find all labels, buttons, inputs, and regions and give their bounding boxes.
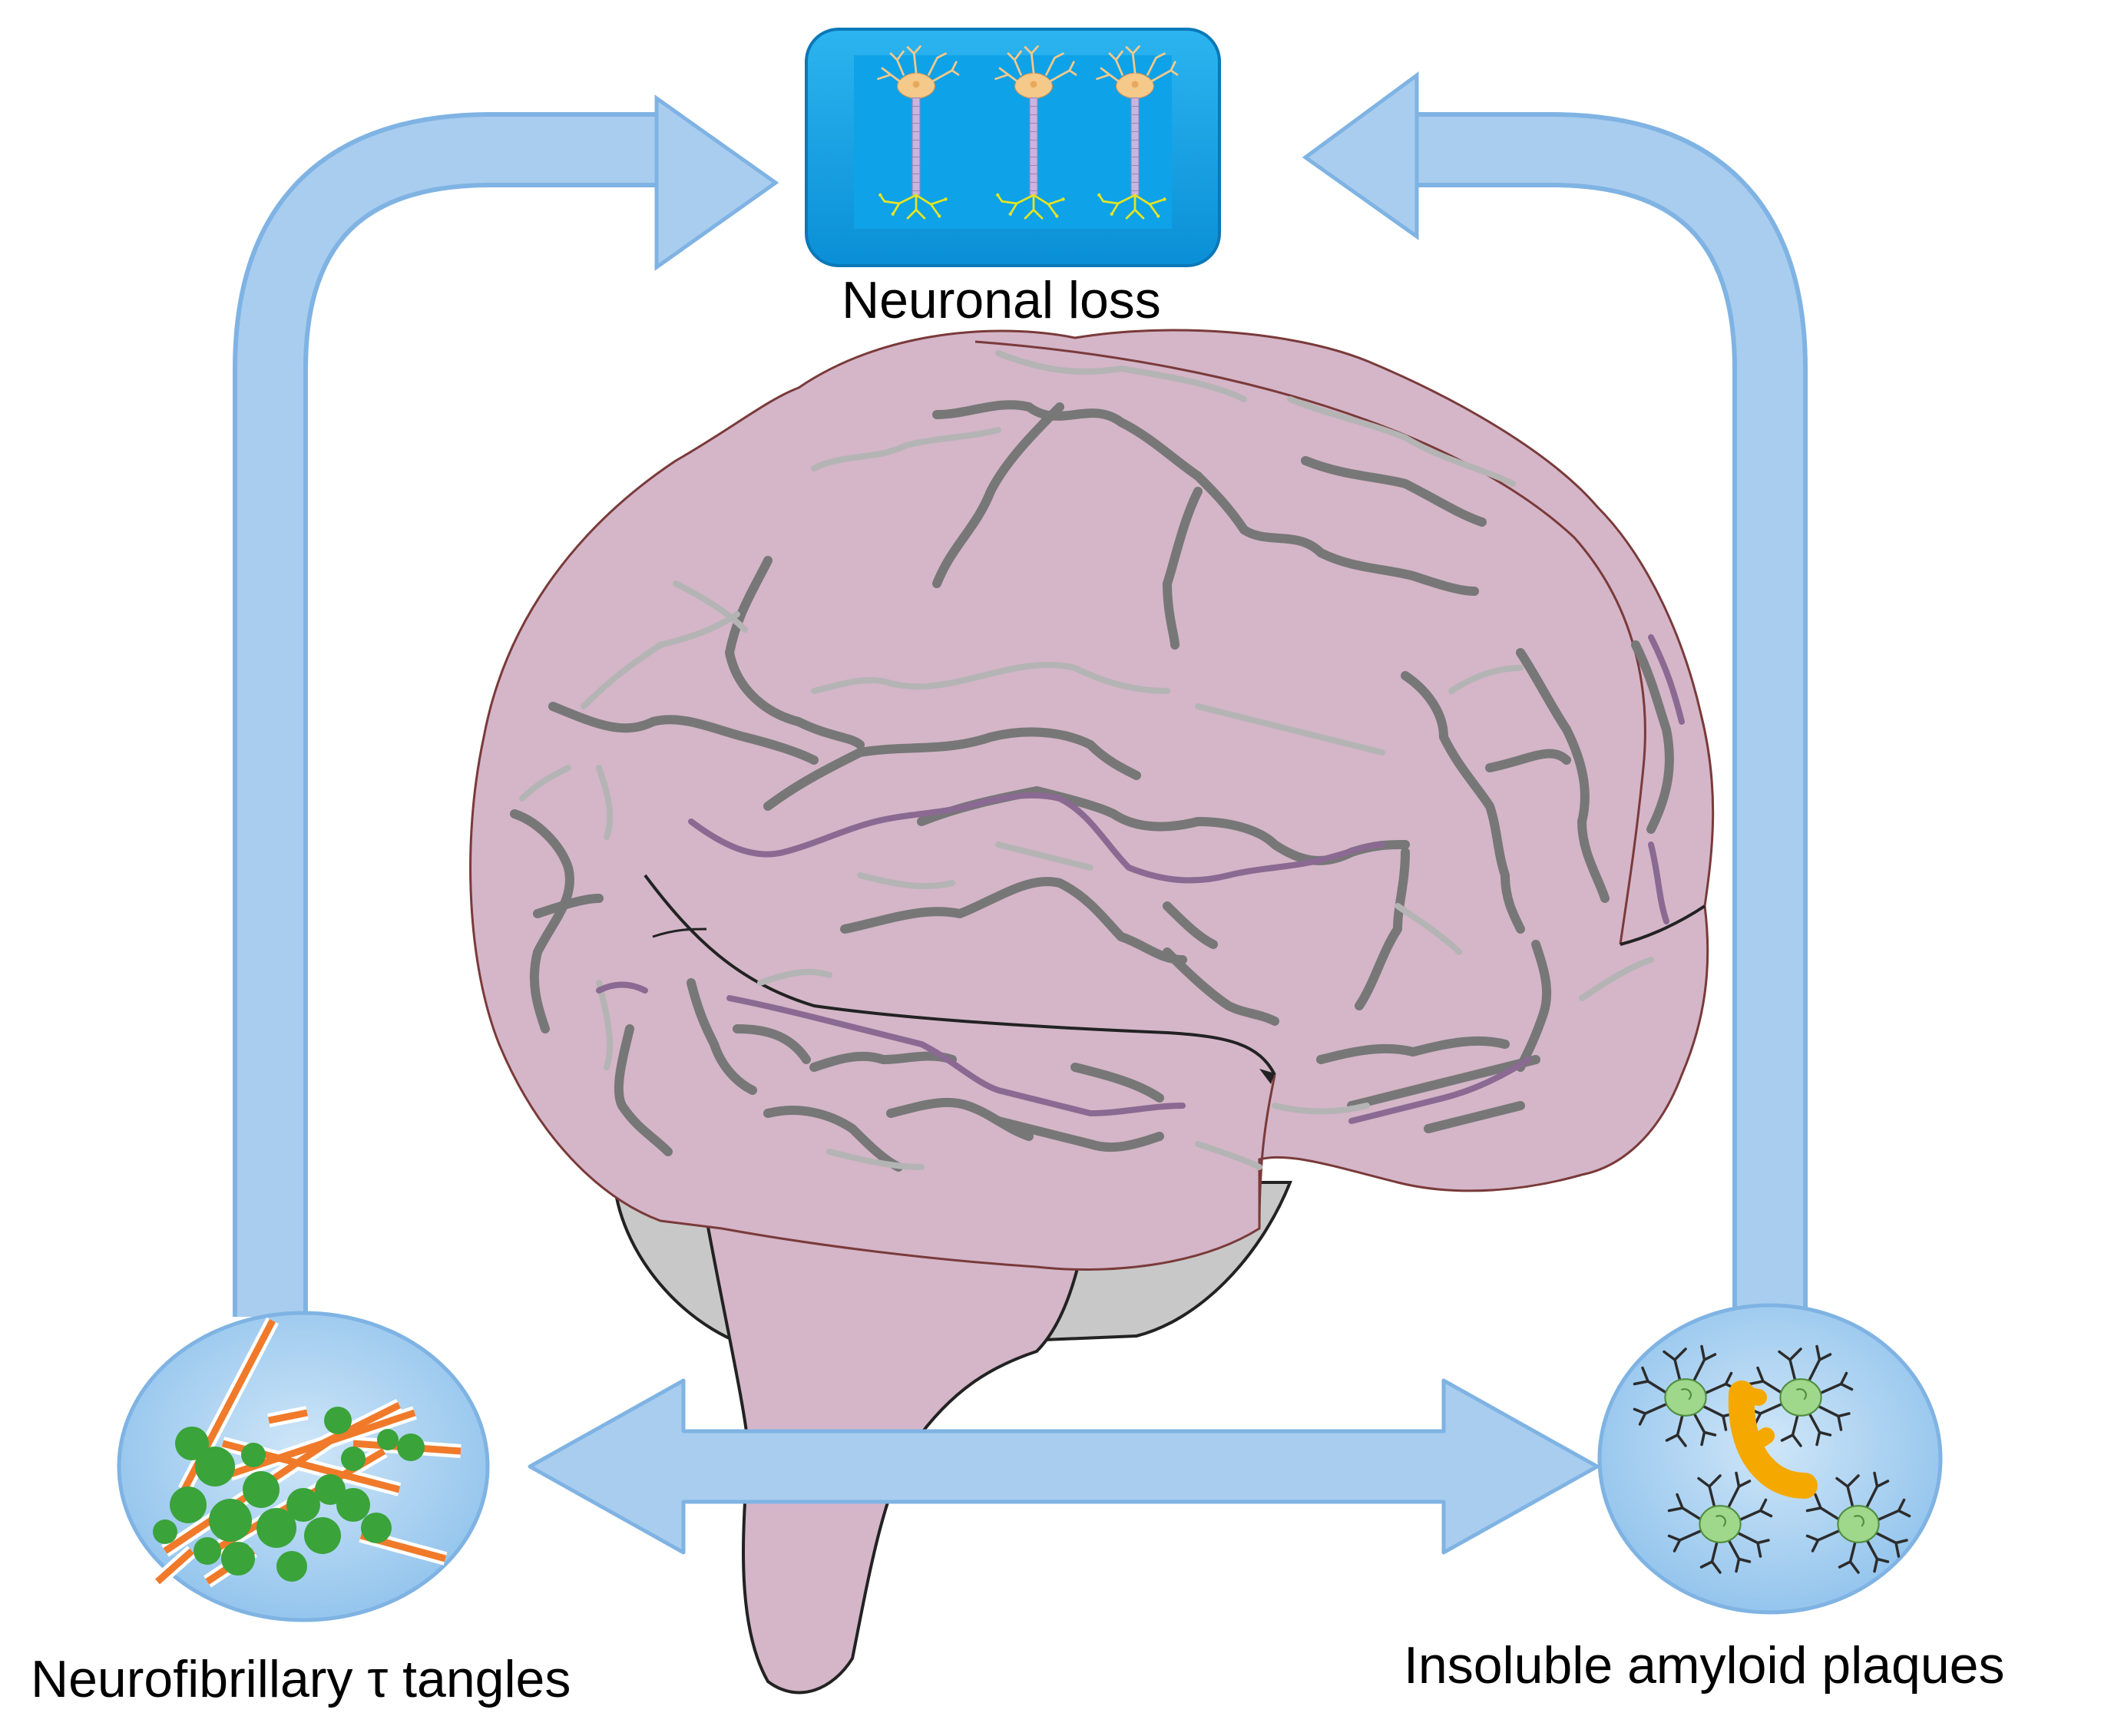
plaques-circle [1597, 1303, 1943, 1615]
bidirectional-arrow [528, 1378, 1600, 1555]
tangles-circle [117, 1311, 490, 1622]
brain-icon [469, 329, 1715, 1695]
amyloid-plaques-label: Insoluble amyloid plaques [1404, 1636, 2005, 1695]
left-loop-arrow [233, 94, 779, 1317]
tau-tangles-label: Neurofibrillary τ tangles [31, 1650, 571, 1708]
neuronal-loss-box [805, 28, 1221, 267]
tangles-icon [153, 1317, 462, 1588]
plaques-icon [1633, 1344, 1911, 1574]
neuronal-loss-label: Neuronal loss [842, 271, 1161, 329]
right-loop-arrow [1302, 71, 1808, 1317]
